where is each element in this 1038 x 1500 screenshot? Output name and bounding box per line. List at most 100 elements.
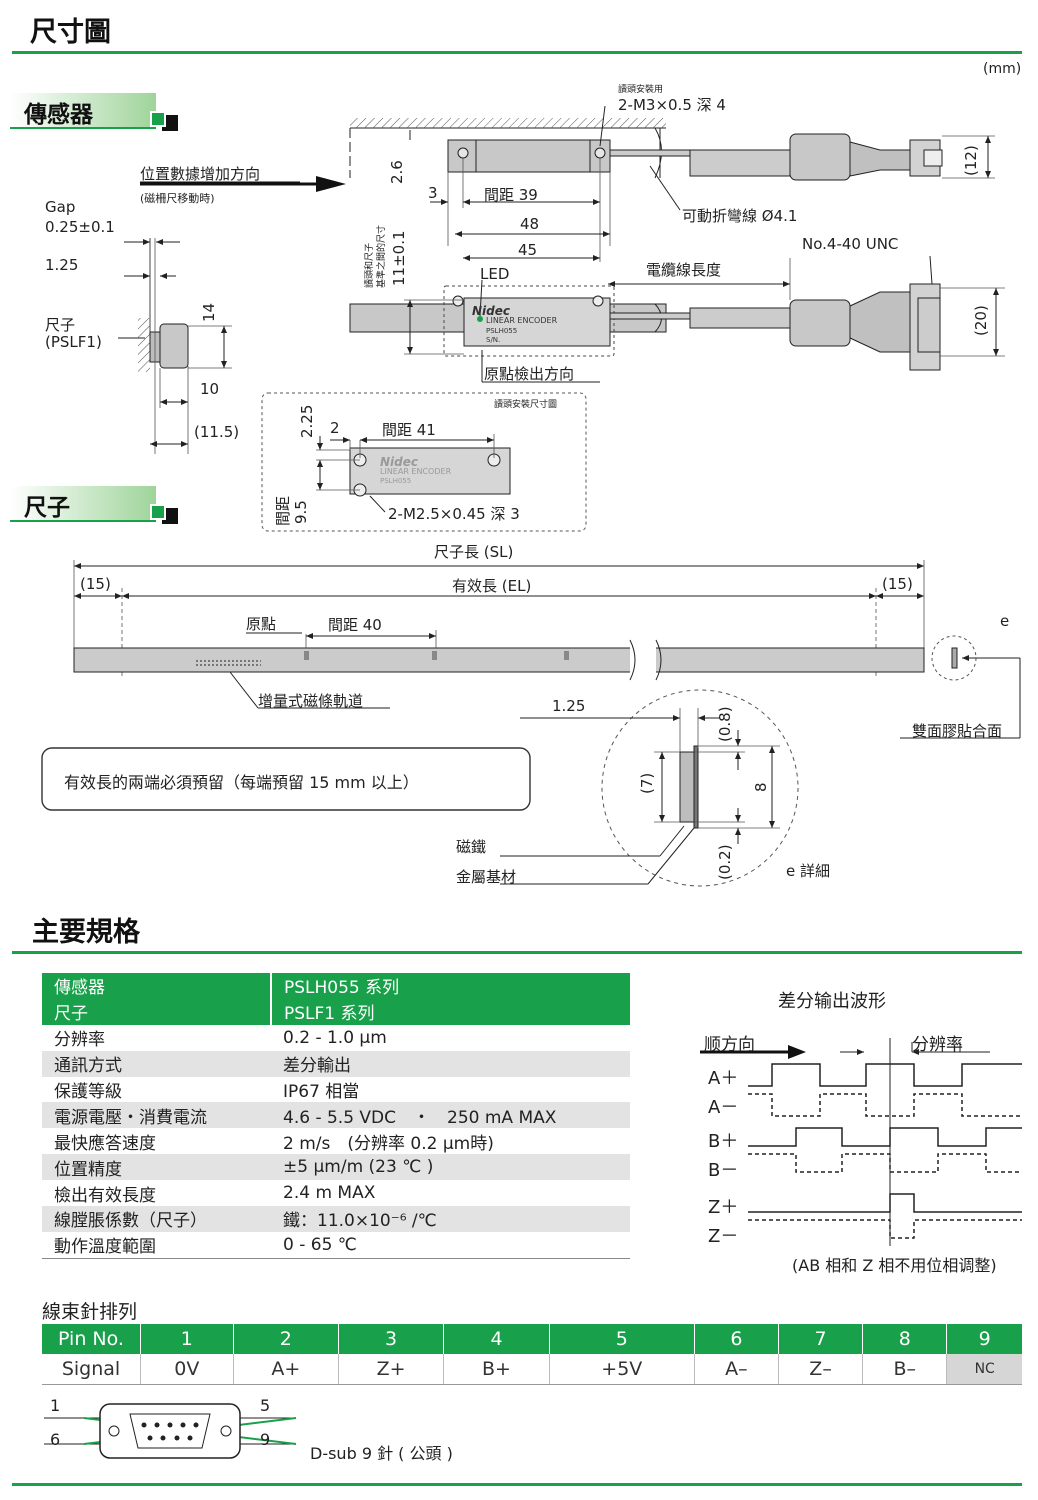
- gap-value: 0.25±0.1: [45, 218, 115, 236]
- signal-b-plus: B＋: [708, 1131, 739, 1152]
- head-top-view: [349, 105, 995, 262]
- waveform-resolution: 分辨率: [912, 1035, 963, 1055]
- note-box: [41, 747, 531, 811]
- specs-title: 主要規格: [32, 917, 140, 948]
- spec-value: IP67 相當: [283, 1082, 360, 1102]
- signal-z-plus: Z＋: [708, 1197, 739, 1218]
- e-label: e: [1000, 612, 1010, 630]
- side-view: [118, 238, 232, 454]
- section-tab-scale: 尺子: [10, 486, 178, 524]
- spec-value: 2 m/s (分辨率 0.2 μm時): [283, 1133, 494, 1154]
- dim-1-25-detail: 1.25: [552, 697, 586, 715]
- spec-key: 線膛脹係數（尺子）: [42, 1206, 271, 1232]
- spec-key: 傳感器: [42, 973, 272, 999]
- waveform-note: (AB 相和 Z 相不用位相调整): [792, 1256, 997, 1275]
- spec-value: 0 - 65 ℃: [283, 1234, 357, 1255]
- mount-dims-title: 讀頭安裝尺寸圖: [494, 400, 558, 410]
- mount-screw: 2-M3×0.5 深 4: [618, 96, 726, 114]
- head-front-view: [349, 255, 1005, 383]
- page-title: 尺寸圖: [30, 17, 111, 48]
- pin-signal: B+: [443, 1354, 550, 1385]
- spec-value: 鐵：11.0×10⁻⁶ /℃: [271, 1206, 630, 1232]
- pin-number: 4: [443, 1324, 550, 1354]
- brand-logo: Nidec: [472, 304, 510, 318]
- dsub-connector-icon: [44, 1403, 297, 1459]
- section-tab-sensor: 傳感器: [10, 93, 178, 131]
- spec-value: PSLF1 系列: [271, 998, 630, 1025]
- dim-1-25-side: 1.25: [45, 256, 79, 274]
- e-detail-view: [500, 689, 799, 887]
- specs-rule: [12, 951, 1022, 954]
- unit-label: (mm): [983, 61, 1022, 77]
- conn-pin-1: 1: [50, 1396, 61, 1415]
- pin-number: 1: [140, 1324, 234, 1354]
- cable-length: 電纜線長度: [646, 261, 722, 279]
- pitch-41: 間距 41: [382, 421, 436, 439]
- footer-rule: [12, 1483, 1022, 1486]
- pin-signal: A+: [233, 1354, 339, 1385]
- e-detail-label: e 詳細: [786, 862, 830, 880]
- model-text: PSLH055: [486, 327, 517, 335]
- spec-row: 位置精度±5 μm/m (23 ℃ ): [42, 1154, 630, 1181]
- scale-view: [73, 560, 1021, 739]
- waveform-diagram: [700, 1038, 1022, 1246]
- end-reserve-note: 有效長的兩端必須預留（每端預留 15 mm 以上）: [64, 773, 419, 792]
- spec-value: 差分輸出: [271, 1050, 630, 1077]
- dim-11-5: (11.5): [194, 423, 240, 441]
- spec-key: 檢出有效長度: [54, 1185, 156, 1206]
- led-label: LED: [480, 265, 510, 283]
- direction-note: (磁柵尺移動時): [140, 192, 215, 205]
- spec-value: 0.2 - 1.0 μm: [283, 1027, 387, 1048]
- spec-key: 尺子: [42, 998, 272, 1025]
- pinout-table: Pin No. 1 2 3 4 5 6 7 8 9 Signal 0V A+ Z…: [42, 1324, 1022, 1385]
- title-rule: [12, 51, 1022, 54]
- pinout-title: 線束針排列: [42, 1301, 138, 1323]
- spec-row: 線膛脹係數（尺子）鐵：11.0×10⁻⁶ /℃: [42, 1206, 630, 1232]
- pitch-39: 間距 39: [484, 186, 538, 204]
- unc-label: No.4-40 UNC: [802, 235, 899, 253]
- magnet-label: 磁鐵: [456, 838, 487, 856]
- dim-15-left: (15): [80, 575, 111, 593]
- dim-20: (20): [972, 305, 990, 336]
- section-title-sensor: 傳感器: [24, 102, 93, 128]
- conn-pin-6: 6: [50, 1430, 61, 1449]
- pitch-40: 間距 40: [328, 616, 382, 634]
- signal-b-minus: B－: [708, 1160, 739, 1181]
- direction-label: 位置數據增加方向: [140, 165, 261, 183]
- signal-a-minus: A－: [708, 1097, 739, 1118]
- base-label: 金屬基材: [456, 868, 517, 886]
- product-text: LINEAR ENCODER: [486, 316, 558, 325]
- spec-value: 2.4 m MAX: [283, 1183, 376, 1204]
- signal-a-plus: A＋: [708, 1068, 739, 1089]
- mount-dims-view: [261, 392, 587, 532]
- pin-signal: A–: [694, 1354, 779, 1385]
- pin-signal: B–: [862, 1354, 948, 1385]
- spec-value: 4.6 - 5.5 VDC ・ 250 mA MAX: [271, 1102, 630, 1129]
- pin-number: 2: [233, 1324, 339, 1354]
- section-title-scale: 尺子: [24, 495, 70, 521]
- effective-length: 有效長 (EL): [452, 577, 532, 595]
- pin-signal-label: Signal: [42, 1354, 141, 1385]
- connector-label: D-sub 9 針 ( 公頭 ): [310, 1444, 453, 1463]
- origin-direction: 原點檢出方向: [484, 365, 575, 383]
- cable-bend: 可動折彎線 Ø4.1: [682, 207, 798, 225]
- pin-signal-row: Signal 0V A+ Z+ B+ +5V A– Z– B– NC: [42, 1354, 1022, 1385]
- dim-14: 14: [200, 303, 218, 322]
- pin-signal: +5V: [549, 1354, 695, 1385]
- spec-key: 最快應答速度: [54, 1133, 156, 1154]
- spec-row: 最快應答速度 2 m/s (分辨率 0.2 μm時): [42, 1128, 630, 1154]
- pin-header-row: Pin No. 1 2 3 4 5 6 7 8 9: [42, 1324, 1022, 1354]
- spec-key: 位置精度: [42, 1154, 271, 1181]
- pin-signal: Z–: [778, 1354, 864, 1385]
- pin-number: 7: [778, 1324, 864, 1354]
- waveform-direction: 顺方向: [704, 1035, 755, 1055]
- scale-label: 尺子: [45, 316, 76, 334]
- pin-header-label: Pin No.: [42, 1324, 141, 1354]
- conn-pin-5: 5: [260, 1396, 271, 1415]
- ref-note-2: 基準之間的尺寸: [375, 225, 387, 288]
